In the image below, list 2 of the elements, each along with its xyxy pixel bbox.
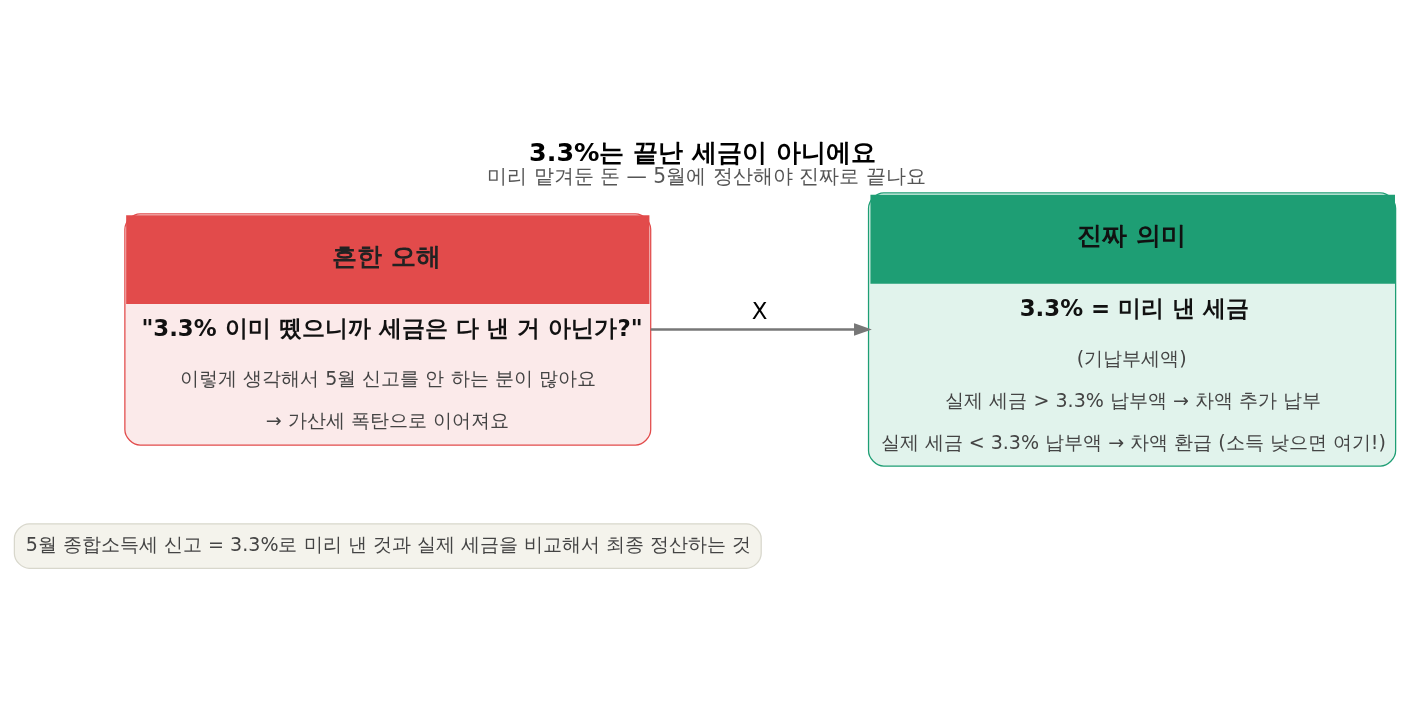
arrow xyxy=(650,323,872,336)
edge-label: X xyxy=(751,297,768,324)
